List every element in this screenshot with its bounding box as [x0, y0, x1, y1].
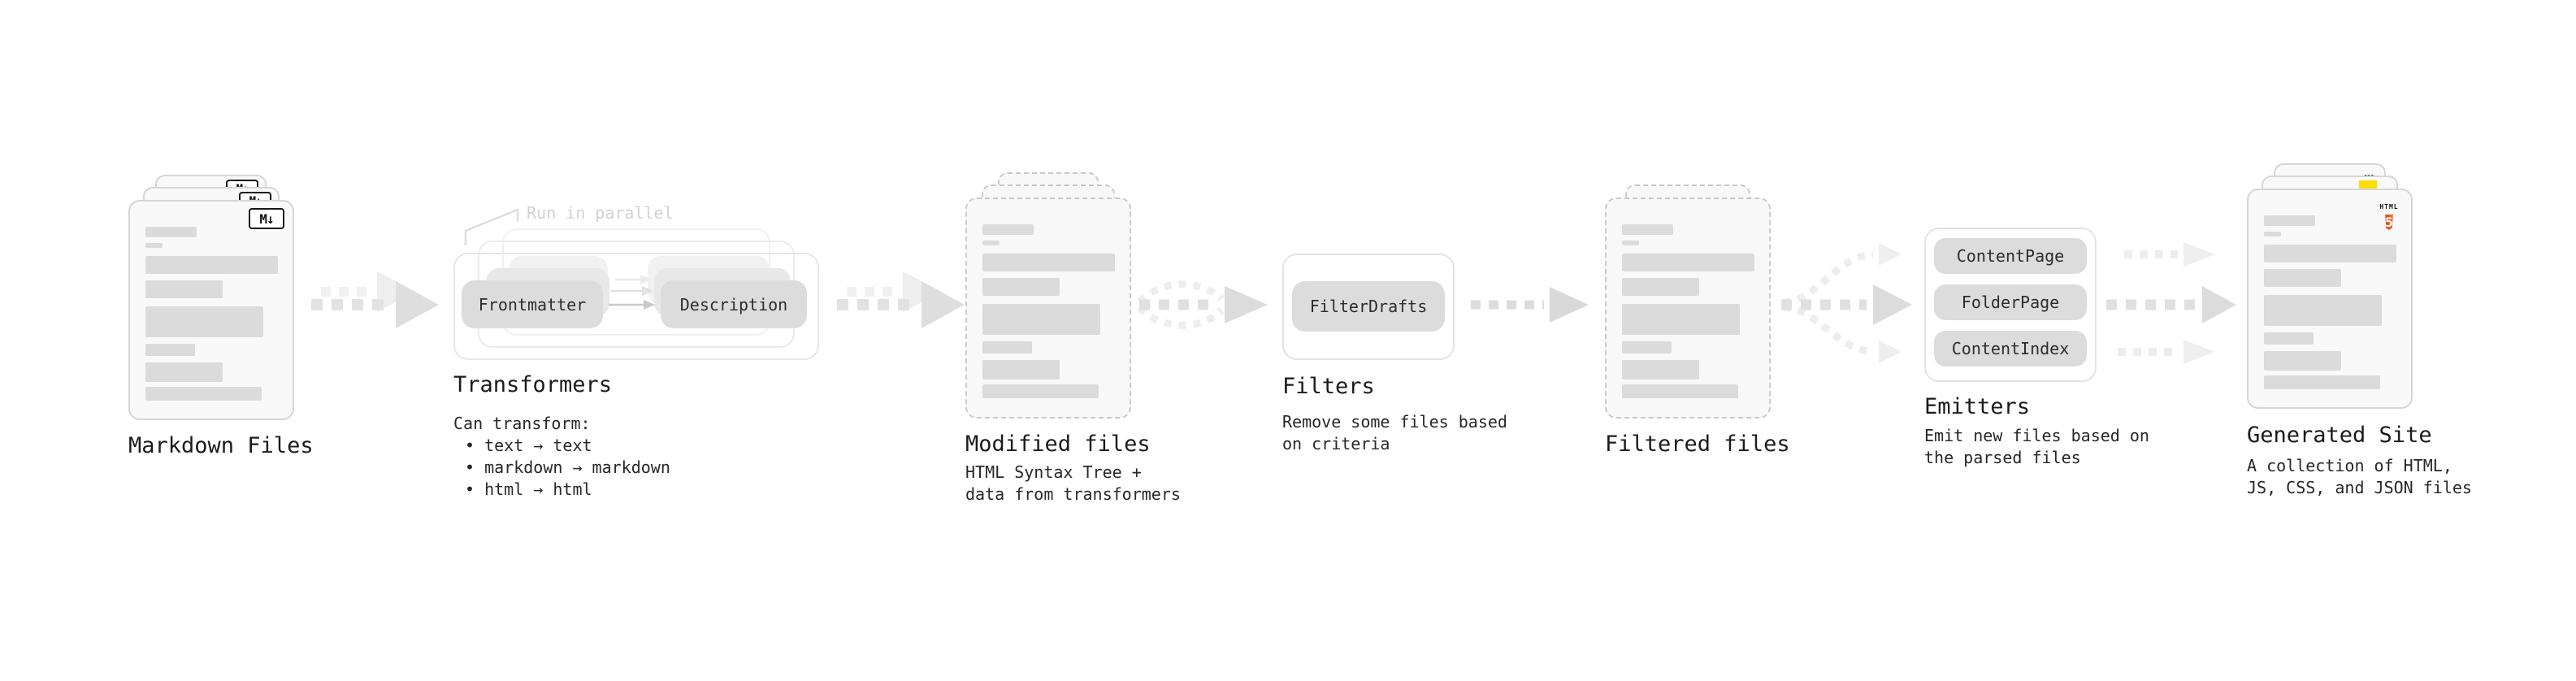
modified-doc-front	[965, 197, 1131, 419]
emitters-description: Emit new files based on the parsed files	[1924, 425, 2149, 469]
transformers-title: Transformers	[453, 372, 613, 397]
arrow-modified-to-filters	[1136, 280, 1268, 329]
bullet-item: html → html	[453, 479, 670, 501]
body-line: A collection of HTML,	[2247, 456, 2452, 475]
run-in-parallel-annotation: Run in parallel	[527, 203, 674, 223]
frontmatter-pill: Frontmatter	[462, 280, 603, 328]
body-line: data from transformers	[965, 484, 1181, 504]
filtered-files-title: Filtered files	[1605, 432, 1790, 457]
body-line: the parsed files	[1924, 448, 2081, 467]
modified-files-description: HTML Syntax Tree + data from transformer…	[965, 462, 1181, 505]
markdown-doc-front: M↓	[128, 200, 294, 420]
transformer-layer-front	[453, 253, 819, 360]
arrow-filtered-to-emitters	[1781, 243, 1912, 363]
emitters-title: Emitters	[1924, 394, 2031, 419]
html5-icon-shield: 5	[2385, 215, 2393, 230]
modified-files-title: Modified files	[965, 432, 1151, 457]
filters-title: Filters	[1282, 374, 1375, 399]
arrow-markdown-to-transformers	[311, 271, 439, 328]
description-pill: Description	[661, 280, 807, 328]
contentpage-pill: ContentPage	[1934, 238, 2087, 274]
arrow-filters-to-filtered	[1471, 287, 1589, 323]
transformers-description: Can transform: text → text markdown → ma…	[453, 413, 670, 501]
contentindex-pill: ContentIndex	[1934, 331, 2087, 367]
body-line: Remove some files based	[1282, 412, 1507, 432]
body-line: on criteria	[1282, 434, 1390, 453]
generated-site-description: A collection of HTML, JS, CSS, and JSON …	[2247, 455, 2472, 499]
body-line: Emit new files based on	[1924, 426, 2149, 445]
arrow-emitters-to-generated-top	[2124, 242, 2215, 267]
filterdrafts-pill: FilterDrafts	[1292, 281, 1445, 332]
arrow-transformers-to-modified	[837, 271, 965, 328]
body-line: JS, CSS, and JSON files	[2247, 478, 2472, 497]
html5-icon: HTML 5	[2377, 197, 2401, 233]
html5-icon-label: HTML	[2379, 203, 2399, 210]
filtered-doc-front	[1605, 197, 1771, 419]
generated-site-title: Generated Site	[2247, 423, 2432, 448]
arrow-emitters-to-generated-middle	[2106, 286, 2236, 323]
transformers-bullet-list: text → text markdown → markdown html → h…	[453, 435, 670, 501]
bullet-item: text → text	[453, 435, 670, 457]
folderpage-pill: FolderPage	[1934, 284, 2087, 320]
filters-description: Remove some files based on criteria	[1282, 411, 1507, 455]
markdown-icon: M↓	[249, 208, 284, 229]
markdown-files-title: Markdown Files	[128, 433, 314, 458]
transformers-body-line: Can transform:	[453, 414, 591, 433]
arrow-emitters-to-generated-bottom	[2118, 340, 2215, 364]
bullet-item: markdown → markdown	[453, 457, 670, 479]
generated-doc-front: HTML 5	[2247, 189, 2413, 409]
body-line: HTML Syntax Tree +	[965, 462, 1142, 482]
